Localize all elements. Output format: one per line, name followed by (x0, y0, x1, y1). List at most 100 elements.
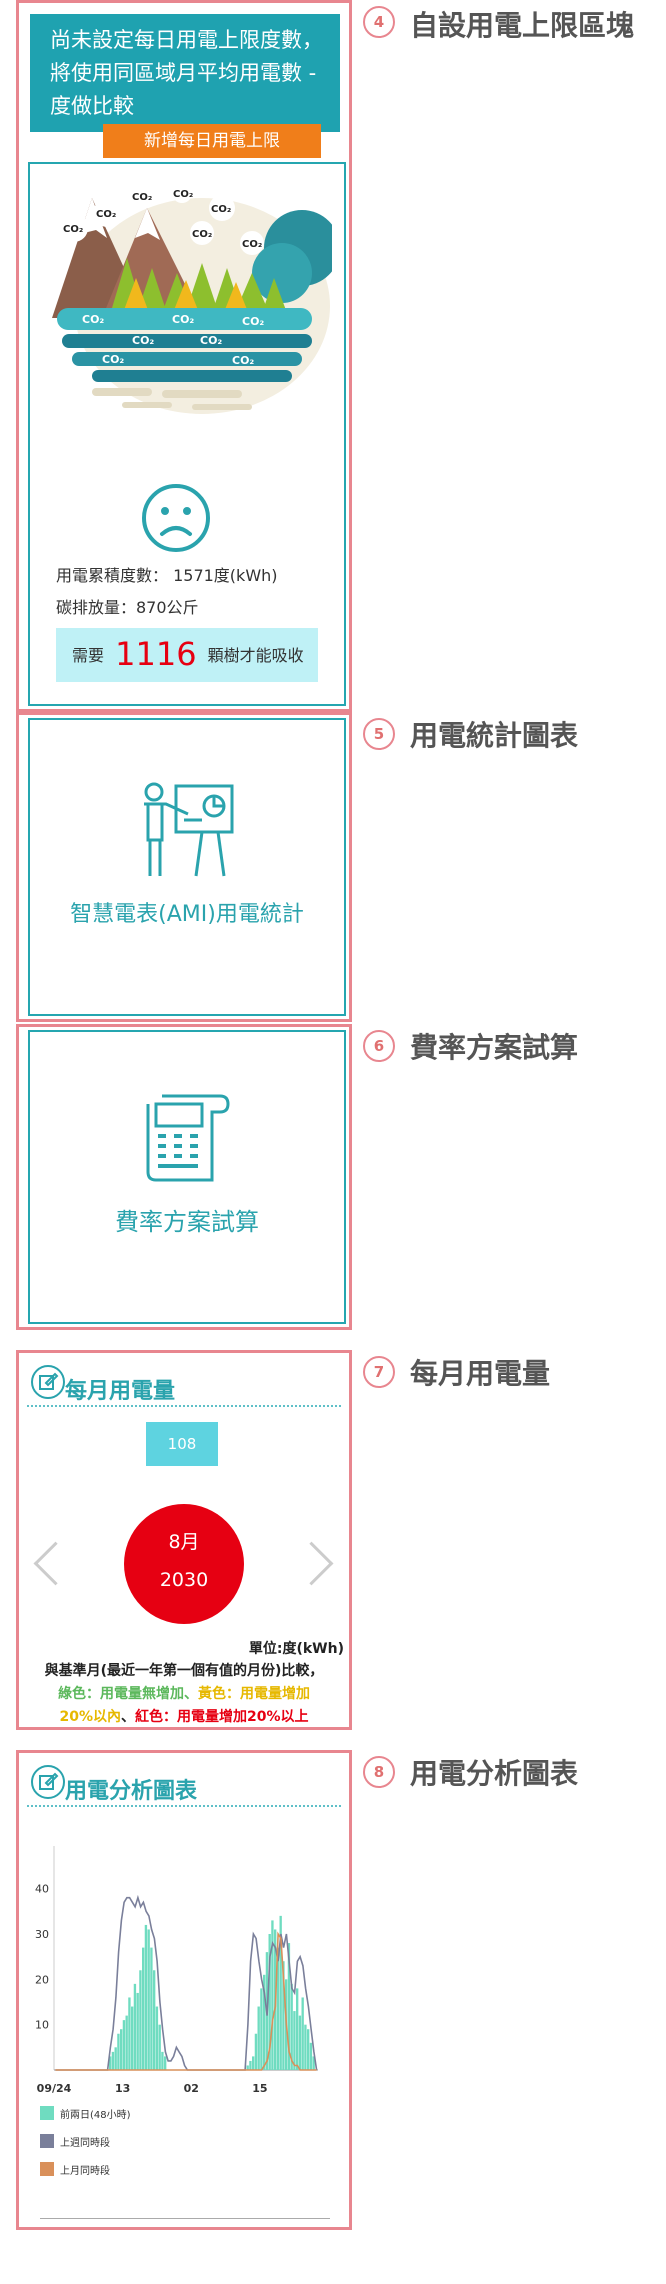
usage-bar (114, 2047, 117, 2070)
add-daily-limit-button[interactable]: 新增每日用電上限 (103, 124, 321, 158)
usage-bar (117, 2033, 120, 2070)
svg-text:CO₂: CO₂ (173, 189, 193, 200)
y-tick-label: 10 (35, 2019, 49, 2032)
usage-bar (139, 1970, 142, 2070)
usage-bar (131, 2006, 134, 2070)
monthly-divider (27, 1405, 341, 1407)
svg-text:CO₂: CO₂ (192, 229, 212, 240)
year-badge[interactable]: 108 (146, 1422, 218, 1466)
usage-bar (133, 1983, 137, 2070)
usage-bar (276, 1947, 280, 2070)
usage-bar (252, 2056, 255, 2070)
usage-bar (155, 2006, 159, 2070)
section-4-badge: 4 (363, 6, 395, 38)
svg-text:CO₂: CO₂ (232, 354, 254, 367)
monthly-frame (16, 1350, 352, 1730)
usage-bar (109, 2056, 112, 2070)
tariff-frame (16, 1024, 352, 1330)
tariff-card[interactable] (28, 1030, 346, 1324)
usage-bar (144, 1924, 148, 2070)
ami-stats-frame (16, 712, 352, 1022)
sad-face-icon (142, 484, 210, 552)
limit-notice (30, 14, 340, 132)
x-tick-label: 09/24 (37, 2082, 72, 2095)
trees-prefix: 需要 (72, 646, 105, 665)
svg-text:CO₂: CO₂ (132, 192, 152, 203)
usage-total-text: 用電累積度數： 1571度(kWh) (56, 566, 278, 585)
legend-line1: 與基準月(最近一年第一個有值的月份)比較， (44, 1663, 324, 1679)
month-circle[interactable] (124, 1504, 244, 1624)
y-tick-label: 40 (35, 1883, 49, 1896)
limit-block-frame (16, 0, 352, 712)
usage-bar (120, 2029, 123, 2070)
usage-bar (161, 2051, 164, 2070)
usage-bar (111, 2051, 115, 2070)
usage-bar (122, 2020, 126, 2070)
section-5-label: 用電統計圖表 (410, 719, 579, 752)
legend-text: 與基準月(最近一年第一個有值的月份)比較， 綠色：用電量無增加、黃色：用電量增加… (22, 1660, 346, 1729)
legend-swatch-last-week (40, 2134, 54, 2148)
usage-bar (142, 1947, 145, 2070)
legend-label: 上月同時段 (60, 2164, 110, 2177)
svg-text:CO₂: CO₂ (63, 224, 83, 235)
analysis-frame (16, 1750, 352, 2230)
unit-label: 單位:度(kWh) (248, 1641, 344, 1657)
svg-text:CO₂: CO₂ (242, 239, 262, 250)
usage-bar (246, 2065, 249, 2070)
usage-bar (158, 2024, 161, 2070)
trees-count: 1116 (115, 635, 197, 673)
analysis-header: 用電分析圖表 (19, 1753, 349, 1813)
usage-bar (287, 1943, 291, 2070)
usage-bar (309, 2042, 313, 2070)
emission-text: 碳排放量：870公斤 (56, 598, 199, 617)
month-label: 8月 (168, 1531, 200, 1553)
section-5-badge: 5 (363, 718, 395, 750)
chart-bottom-rule (40, 2218, 330, 2219)
trees-needed-text: 需要 1116 顆樹才能吸收 (72, 634, 304, 676)
forest-co2-illustration: CO₂ CO₂ CO₂ CO₂ CO₂ CO₂ CO₂ CO₂ CO₂ CO₂ … (52, 183, 332, 414)
usage-bar (268, 1934, 271, 2070)
calculator-receipt-icon (146, 1094, 230, 1182)
y-tick-label: 20 (35, 1973, 49, 1986)
y-tick-label: 30 (35, 1928, 49, 1941)
legend-swatch-last-month (40, 2162, 54, 2176)
usage-bar (164, 2056, 167, 2070)
ami-stats-card[interactable] (28, 718, 346, 1016)
section-8-label: 用電分析圖表 (410, 1757, 579, 1790)
edit-icon (31, 1765, 65, 1799)
usage-bar (153, 1970, 156, 2070)
svg-text:CO₂: CO₂ (82, 313, 104, 326)
section-6-badge: 6 (363, 1030, 395, 1062)
usage-bar (296, 1988, 299, 2070)
section-4-label: 自設用電上限區塊 (410, 9, 635, 42)
usage-bar (257, 2006, 260, 2070)
usage-bar (312, 2056, 315, 2070)
usage-bar (307, 2029, 310, 2070)
legend-swatch-prev-48h (40, 2106, 54, 2120)
svg-text:CO₂: CO₂ (96, 209, 116, 220)
presentation-chart-icon (144, 782, 234, 877)
month-value: 2030 (159, 1569, 209, 1591)
usage-bar (254, 2033, 258, 2070)
section-7-label: 每月用電量 (410, 1357, 551, 1390)
legend-label: 前兩日(48小時) (60, 2108, 131, 2121)
analysis-title: 用電分析圖表 (65, 1779, 198, 1804)
trees-suffix: 顆樹才能吸收 (207, 646, 304, 665)
tariff-label[interactable]: 費率方案試算 (115, 1208, 259, 1236)
x-tick-label: 13 (115, 2082, 130, 2095)
legend-label: 上週同時段 (60, 2136, 110, 2149)
legend-yellow-2: 20%以內 (59, 1709, 121, 1725)
usage-bar (279, 1915, 282, 2070)
usage-bar (150, 1947, 153, 2070)
ami-stats-label[interactable]: 智慧電表(AMI)用電統計 (70, 902, 304, 927)
svg-text:CO₂: CO₂ (172, 313, 194, 326)
last-month-line (55, 1931, 317, 2071)
usage-bar (136, 1992, 139, 2070)
svg-text:CO₂: CO₂ (132, 334, 154, 347)
limit-notice-text: 尚未設定每日用電上限度數，將使用同區域月平均用電數 - 度做比較 (50, 28, 323, 118)
usage-bar (304, 2024, 307, 2070)
usage-bar (298, 2015, 302, 2070)
usage-bar (301, 1997, 304, 2070)
edit-icon (31, 1365, 65, 1399)
